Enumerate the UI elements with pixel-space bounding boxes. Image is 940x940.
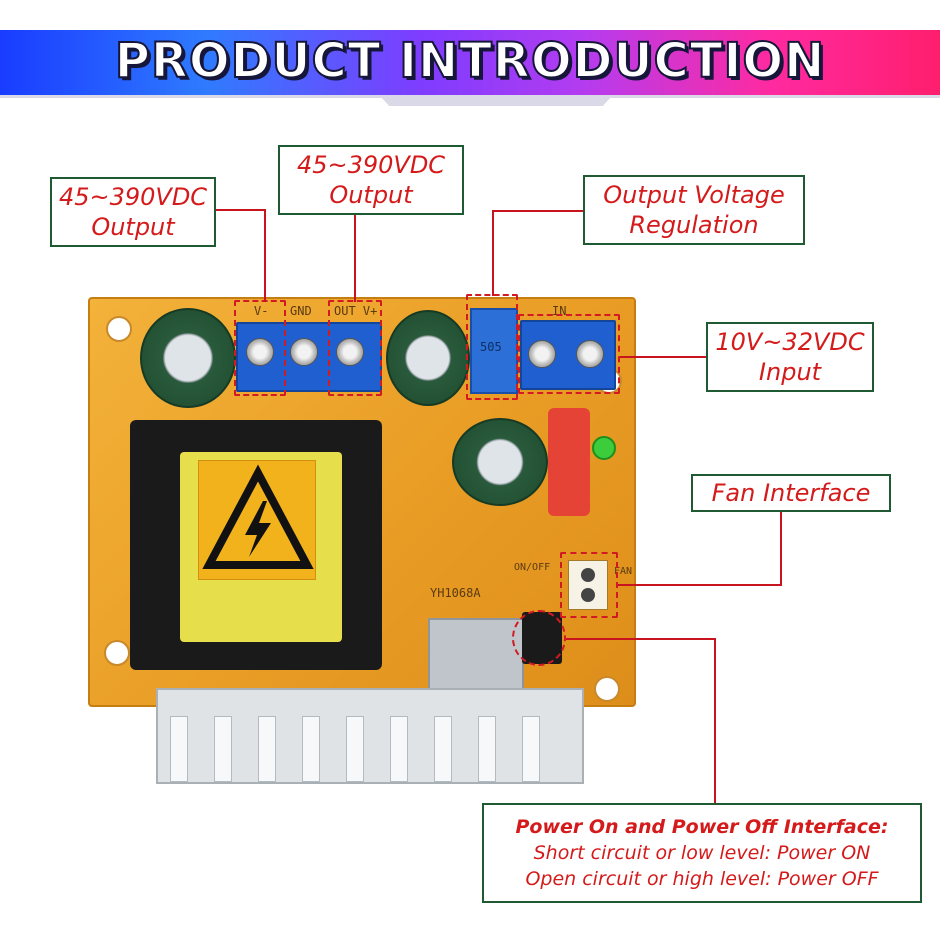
terminal-screw — [246, 338, 274, 366]
leader-line — [492, 210, 584, 212]
page-title: PRODUCT INTRODUCTION — [114, 32, 826, 90]
callout-output-mid-line2: Output — [329, 181, 413, 209]
terminal-screw — [576, 340, 604, 368]
callout-fan-interface: Fan Interface — [691, 474, 891, 512]
heatsink-fin — [434, 716, 452, 782]
leader-line — [780, 512, 782, 586]
highlight-v-minus — [234, 300, 286, 396]
leader-line — [354, 215, 356, 302]
leader-line — [216, 209, 266, 211]
callout-output-mid: 45~390VDC Output — [278, 145, 464, 215]
silk-on-off: ON/OFF — [514, 562, 551, 573]
highlight-fan — [560, 552, 618, 618]
silk-pot-code: 505 — [480, 340, 502, 354]
leader-line — [620, 356, 706, 358]
callout-power-line1: Short circuit or low level: Power ON — [533, 842, 871, 864]
capacitor — [140, 308, 236, 408]
highlight-input — [518, 314, 620, 394]
fuse — [548, 408, 590, 516]
high-voltage-warning-icon — [202, 464, 314, 569]
callout-voltage-regulation: Output Voltage Regulation — [583, 175, 805, 245]
heatsink-fin — [390, 716, 408, 782]
callout-input-line2: Input — [758, 358, 822, 386]
heatsink-fin — [302, 716, 320, 782]
callout-regulation-line2: Regulation — [629, 211, 759, 239]
warning-sticker — [198, 460, 316, 580]
callout-output-left: 45~390VDC Output — [50, 177, 216, 247]
heatsink-fin — [170, 716, 188, 782]
callout-power-title: Power On and Power Off Interface: — [515, 816, 889, 838]
heatsink-fin — [214, 716, 232, 782]
terminal-screw — [290, 338, 318, 366]
mount-hole — [104, 640, 130, 666]
callout-output-mid-line1: 45~390VDC — [296, 151, 446, 179]
silk-v-minus: V- — [254, 304, 269, 318]
heatsink-fin — [346, 716, 364, 782]
callout-input-line1: 10V~32VDC — [715, 328, 865, 356]
silk-gnd: GND — [290, 304, 312, 318]
heatsink-fin — [478, 716, 496, 782]
highlight-on-off — [512, 610, 566, 666]
highlight-potentiometer — [466, 294, 518, 400]
terminal-screw — [528, 340, 556, 368]
terminal-screw — [336, 338, 364, 366]
fan-pin — [581, 588, 595, 602]
silk-out-v-plus: OUT V+ — [334, 304, 378, 318]
callout-output-left-line2: Output — [91, 213, 175, 241]
leader-line — [714, 638, 716, 804]
mount-hole — [594, 676, 620, 702]
heatsink-fin — [522, 716, 540, 782]
voltage-potentiometer[interactable] — [470, 308, 518, 394]
capacitor — [452, 418, 548, 506]
callout-power-interface: Power On and Power Off Interface: Short … — [482, 803, 922, 903]
header-banner-tab — [380, 96, 612, 106]
leader-line — [566, 638, 716, 640]
callout-regulation-line1: Output Voltage — [603, 181, 785, 209]
mosfet — [428, 618, 524, 694]
mount-hole — [106, 316, 132, 342]
heatsink-fin — [258, 716, 276, 782]
power-led — [592, 436, 616, 460]
leader-line — [264, 209, 266, 302]
capacitor — [386, 310, 470, 406]
silk-fan: FAN — [614, 566, 633, 577]
callout-input: 10V~32VDC Input — [706, 322, 874, 392]
highlight-v-plus — [328, 300, 382, 396]
silk-model: YH1068A — [430, 586, 481, 600]
fan-pin — [581, 568, 595, 582]
leader-line — [492, 210, 494, 296]
callout-power-line2: Open circuit or high level: Power OFF — [525, 868, 879, 890]
callout-fan-line1: Fan Interface — [711, 479, 871, 507]
callout-output-left-line1: 45~390VDC — [58, 183, 208, 211]
leader-line — [618, 584, 782, 586]
